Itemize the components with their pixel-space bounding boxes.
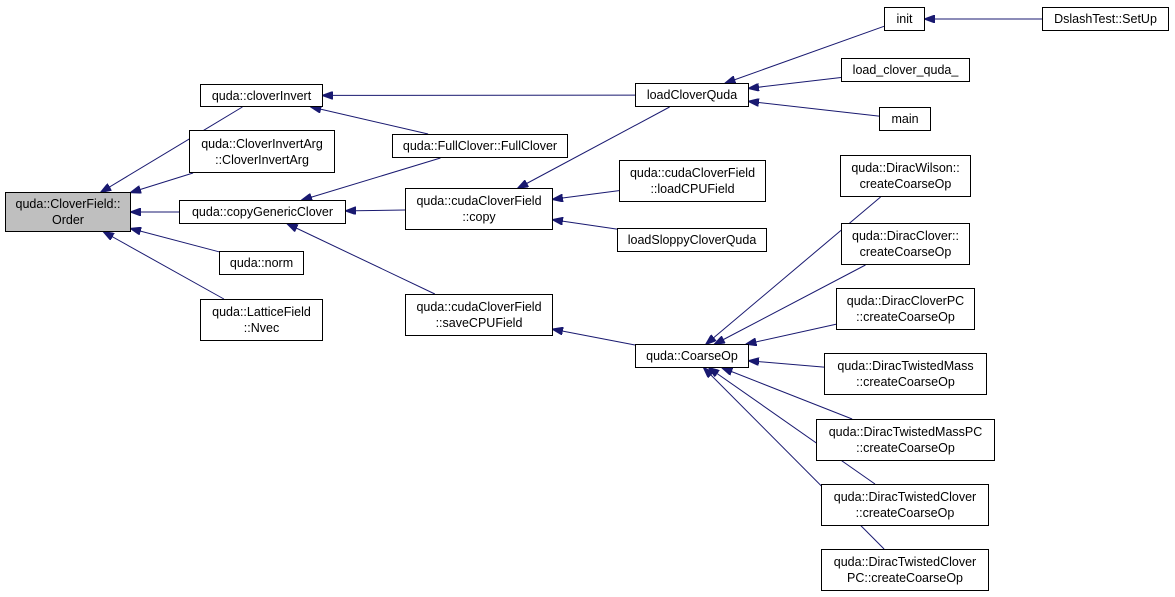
node-label-line: ::createCoarseOp [856,375,955,389]
node-load-clover-quda[interactable]: loadCloverQuda [635,83,749,107]
node-label-line: quda::DiracWilson:: [851,161,960,175]
node-label-line: ::createCoarseOp [855,506,955,520]
node-clover-invert[interactable]: quda::cloverInvert [200,84,323,107]
edge-wilson-to-coarseOp [706,196,881,344]
node-label-line: ::createCoarseOp [856,441,955,455]
node-label-line: quda::CloverInvertArg [201,136,323,151]
edge-clover-to-coarseOp [715,264,866,344]
edge-coarseOp-to-saveCPUField [553,329,636,346]
node-label-line: quda::cudaCloverField [629,166,756,180]
edge-main-to-loadCloverQuda [749,101,880,117]
node-coarse-op[interactable]: quda::CoarseOp [635,344,749,368]
node-copy-generic-clover[interactable]: quda::copyGenericClover [179,200,346,224]
node-load-clover-quda-underscore[interactable]: load_clover_quda_ [841,58,970,82]
node-dslash-test-setup[interactable]: DslashTest::SetUp [1042,7,1169,31]
node-lattice-field-nvec[interactable]: quda::LatticeField ::Nvec [200,299,323,341]
node-label-line: loadCloverQuda [646,88,738,102]
node-label-line: quda::cudaCloverField [416,300,542,314]
node-norm[interactable]: quda::norm [219,251,304,275]
node-clover-invert-arg[interactable]: quda::CloverInvertArg ::CloverInvertArg [189,130,335,173]
node-label-line: quda::DiracTwistedMass [837,359,974,373]
node-dirac-clover-create-coarse-op[interactable]: quda::DiracClover:: createCoarseOp [841,223,970,265]
node-label-line: ::copy [462,210,496,224]
node-dirac-twisted-clover-pc-create-coarse-op[interactable]: quda::DiracTwistedClover PC::createCoars… [821,549,989,591]
edge-cloverPC-to-coarseOp [747,323,837,344]
node-dirac-clover-pc-create-coarse-op[interactable]: quda::DiracCloverPC ::createCoarseOp [836,288,975,330]
node-full-clover[interactable]: quda::FullClover::FullClover [392,134,568,158]
node-label-line: quda::cudaCloverField [416,194,542,208]
edge-norm-to-order [131,229,220,253]
edge-twistedMass-to-coarseOp [749,361,825,368]
node-label-line: PC::createCoarseOp [846,571,964,585]
edge-cloverInvert-to-order [101,106,243,192]
node-label-line: quda::DiracTwistedMassPC [828,425,983,439]
node-init[interactable]: init [884,7,925,31]
node-label-line: quda::DiracTwistedClover [833,555,977,569]
edge-nvec-to-order [104,232,225,300]
node-save-cpu-field[interactable]: quda::cudaCloverField ::saveCPUField [405,294,553,336]
node-label-line: quda::CoarseOp [646,349,738,363]
node-label-line: init [896,12,913,26]
node-load-cpu-field[interactable]: quda::cudaCloverField ::loadCPUField [619,160,766,202]
edge-twistedMassPC-to-coarseOp [723,368,853,420]
node-label-line: createCoarseOp [859,177,952,191]
edge-saveCPUField-to-copyGenericClover [288,224,436,295]
edge-twistedClover-to-coarseOp [709,368,876,485]
node-label-line: quda::copyGenericClover [191,205,334,219]
edge-loadSloppy-to-cudaCopy [553,220,618,230]
node-label-line: createCoarseOp [859,245,952,259]
node-label-line: ::Nvec [243,321,280,335]
edge-loadCloverQuda-to-cudaCopy [518,106,670,188]
node-label-line: quda::FullClover::FullClover [402,139,558,153]
node-label-line: main [891,112,919,126]
node-dirac-twisted-clover-create-coarse-op[interactable]: quda::DiracTwistedClover ::createCoarseO… [821,484,989,526]
node-label-line: quda::CloverField:: [15,197,121,211]
node-dirac-twisted-mass-pc-create-coarse-op[interactable]: quda::DiracTwistedMassPC ::createCoarseO… [816,419,995,461]
node-label-line: quda::DiracTwistedClover [833,490,977,504]
node-label-line: quda::LatticeField [212,305,311,319]
node-label-line: quda::cloverInvert [211,88,312,103]
node-label-line: quda::DiracCloverPC [846,294,965,308]
node-label-line: quda::norm [229,256,294,270]
edge-fullClover-to-cloverInvert [311,107,429,135]
node-label-line: loadSloppyCloverQuda [627,233,757,247]
node-dirac-twisted-mass-create-coarse-op[interactable]: quda::DiracTwistedMass ::createCoarseOp [824,353,987,395]
node-label-line: load_clover_quda_ [852,63,959,77]
edge-init-to-loadCloverQuda [726,25,885,83]
node-label-line: Order [52,213,84,227]
edge-fullClover-to-copyGenericClover [302,157,441,200]
node-load-sloppy-clover-quda[interactable]: loadSloppyCloverQuda [617,228,767,252]
node-main[interactable]: main [879,107,931,131]
edge-loadCloverQuda_-to-loadCloverQuda [749,77,842,89]
node-cuda-clover-field-copy[interactable]: quda::cudaCloverField ::copy [405,188,553,230]
edge-cloverInvertArg-to-order [131,172,194,192]
node-label-line: DslashTest::SetUp [1054,12,1157,26]
edge-cudaCopy-to-copyGenericClover [346,210,406,211]
node-dirac-wilson-create-coarse-op[interactable]: quda::DiracWilson:: createCoarseOp [840,155,971,197]
edge-loadCPUField-to-cudaCopy [553,190,620,200]
node-label-line: ::loadCPUField [650,182,735,196]
node-cloverfield-order: quda::CloverField:: Order [5,192,131,232]
node-label-line: quda::DiracClover:: [852,229,959,243]
node-label-line: ::createCoarseOp [856,310,955,324]
node-label-line: ::saveCPUField [435,316,523,330]
node-label-line: ::CloverInvertArg [215,152,309,167]
